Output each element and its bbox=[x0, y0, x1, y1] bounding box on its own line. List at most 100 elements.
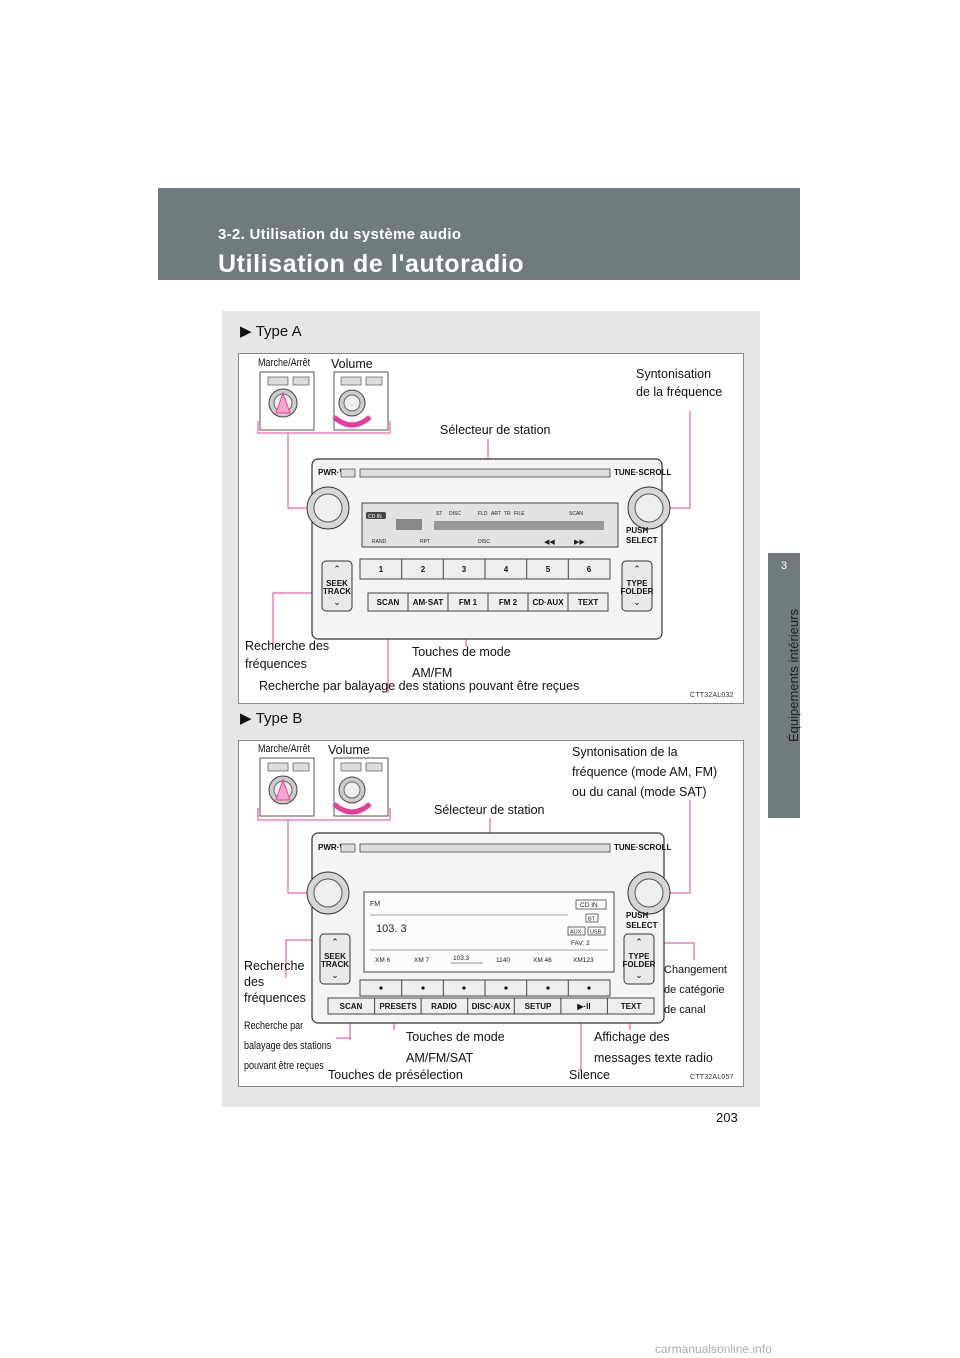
svg-text:CD IN: CD IN bbox=[580, 902, 598, 909]
svg-text:FM 2: FM 2 bbox=[499, 598, 518, 607]
svg-text:SELECT: SELECT bbox=[626, 921, 658, 930]
scan-label-a: Recherche par balayage des stations pouv… bbox=[259, 679, 580, 693]
svg-text:FM 1: FM 1 bbox=[459, 598, 478, 607]
arrow-right-icon: ▶ bbox=[240, 323, 252, 340]
svg-text:PRESETS: PRESETS bbox=[379, 1002, 417, 1011]
radio-unit-a: PWR·VOL TUNE·SCROLL PUSH SELECT CD IN ST… bbox=[306, 458, 671, 640]
svg-text:SCAN: SCAN bbox=[340, 1002, 363, 1011]
svg-text:SELECT: SELECT bbox=[626, 536, 658, 545]
svg-text:TRACK: TRACK bbox=[321, 960, 349, 969]
svg-text:▶·II: ▶·II bbox=[576, 1002, 590, 1011]
svg-text:4: 4 bbox=[504, 565, 509, 574]
preset-buttons-a: 1 2 3 4 5 6 bbox=[359, 558, 611, 580]
svg-text:2: 2 bbox=[421, 565, 426, 574]
station-selector-label-b: Sélecteur de station bbox=[434, 803, 545, 817]
chapter-header bbox=[158, 188, 800, 280]
svg-text:⌄: ⌄ bbox=[333, 597, 341, 607]
power-knob-inset-b bbox=[259, 757, 315, 817]
svg-text:FOLDER: FOLDER bbox=[621, 587, 654, 596]
svg-text:⌃: ⌃ bbox=[635, 937, 643, 947]
svg-text:1140: 1140 bbox=[496, 957, 510, 964]
radio-unit-b: PWR·VOL TUNE·SCROLL PUSH SELECT FM 103. … bbox=[306, 832, 671, 1024]
preset-label-b: Touches de présélection bbox=[328, 1068, 463, 1082]
svg-text:SCAN: SCAN bbox=[569, 511, 583, 517]
svg-text:SCAN: SCAN bbox=[377, 598, 400, 607]
type-a-diagram: PWR·VOL TUNE·SCROLL PUSH SELECT CD IN ST… bbox=[257, 371, 691, 693]
svg-text:TYPE: TYPE bbox=[629, 952, 651, 961]
arrow-right-icon: ▶ bbox=[240, 710, 252, 727]
station-selector-label-a: Sélecteur de station bbox=[440, 423, 551, 437]
svg-text:⌃: ⌃ bbox=[331, 937, 339, 947]
page-number: 203 bbox=[716, 1110, 738, 1125]
svg-text:103.3: 103.3 bbox=[453, 955, 470, 962]
eject-icon bbox=[340, 843, 356, 853]
svg-text:⌄: ⌄ bbox=[635, 970, 643, 980]
svg-text:RAND: RAND bbox=[372, 539, 387, 545]
volume-knob-inset-b bbox=[332, 757, 389, 817]
svg-text:FILE: FILE bbox=[514, 511, 525, 517]
svg-text:CD IN: CD IN bbox=[368, 514, 382, 520]
svg-text:▶▶: ▶▶ bbox=[574, 539, 585, 546]
section-title: 3-2. Utilisation du système audio bbox=[218, 226, 462, 243]
type-b-diagram: PWR·VOL TUNE·SCROLL PUSH SELECT FM 103. … bbox=[257, 757, 695, 1072]
svg-text:PWR·VOL: PWR·VOL bbox=[318, 843, 356, 852]
svg-text:1: 1 bbox=[379, 565, 384, 574]
svg-text:USB: USB bbox=[590, 930, 602, 936]
pwr-vol-label: PWR·VOL bbox=[318, 468, 356, 477]
svg-text:TEXT: TEXT bbox=[578, 598, 599, 607]
svg-text:XM123: XM123 bbox=[573, 957, 594, 964]
svg-text:TRACK: TRACK bbox=[323, 587, 351, 596]
figure-code-a: CTT32AL032 bbox=[690, 692, 734, 699]
svg-text:PUSH: PUSH bbox=[626, 526, 648, 535]
volume-label-a: Volume bbox=[331, 357, 373, 371]
svg-text:CD·AUX: CD·AUX bbox=[532, 598, 564, 607]
mode-buttons-b: SCAN PRESETS RADIO DISC·AUX SETUP ▶·II T… bbox=[327, 997, 655, 1015]
svg-text:5: 5 bbox=[546, 565, 551, 574]
svg-text:ST: ST bbox=[436, 511, 442, 517]
svg-text:FAV: 2: FAV: 2 bbox=[571, 940, 590, 947]
svg-text:FM: FM bbox=[370, 901, 380, 908]
svg-text:⌄: ⌄ bbox=[331, 970, 339, 980]
preset-buttons-b bbox=[359, 979, 611, 997]
power-knob-inset bbox=[259, 371, 315, 431]
svg-text:BT: BT bbox=[588, 917, 596, 923]
svg-text:TR: TR bbox=[504, 511, 511, 517]
svg-text:FOLDER: FOLDER bbox=[623, 960, 656, 969]
figure-code-b: CTT32AL057 bbox=[690, 1074, 734, 1081]
power-label-a: Marche/Arrêt bbox=[258, 357, 311, 369]
tune-scroll-label: TUNE·SCROLL bbox=[614, 468, 671, 477]
svg-text:FLD: FLD bbox=[478, 511, 488, 517]
svg-text:⌄: ⌄ bbox=[633, 597, 641, 607]
svg-text:103. 3: 103. 3 bbox=[376, 923, 407, 935]
svg-text:DISC·AUX: DISC·AUX bbox=[472, 1002, 511, 1011]
svg-text:6: 6 bbox=[587, 565, 592, 574]
eject-icon bbox=[340, 468, 356, 478]
svg-text:◀◀: ◀◀ bbox=[544, 539, 555, 546]
page-title: Utilisation de l'autoradio bbox=[218, 250, 525, 278]
svg-text:RPT: RPT bbox=[420, 539, 430, 545]
svg-text:SEEK: SEEK bbox=[326, 579, 348, 588]
svg-text:XM 7: XM 7 bbox=[414, 957, 430, 964]
svg-text:DISC: DISC bbox=[478, 539, 490, 545]
volume-label-b: Volume bbox=[328, 743, 370, 757]
svg-text:AUX: AUX bbox=[570, 930, 582, 936]
svg-text:3: 3 bbox=[462, 565, 467, 574]
type-a-heading: ▶ Type A bbox=[240, 323, 302, 340]
power-label-b: Marche/Arrêt bbox=[258, 743, 311, 755]
svg-text:RADIO: RADIO bbox=[431, 1002, 457, 1011]
watermark: carmanualsonline.info bbox=[655, 1342, 772, 1356]
svg-text:TYPE: TYPE bbox=[627, 579, 649, 588]
svg-text:TUNE·SCROLL: TUNE·SCROLL bbox=[614, 843, 671, 852]
chapter-tab bbox=[768, 553, 800, 818]
svg-text:XM 46: XM 46 bbox=[533, 957, 552, 964]
mute-label-b: Silence bbox=[569, 1068, 610, 1082]
